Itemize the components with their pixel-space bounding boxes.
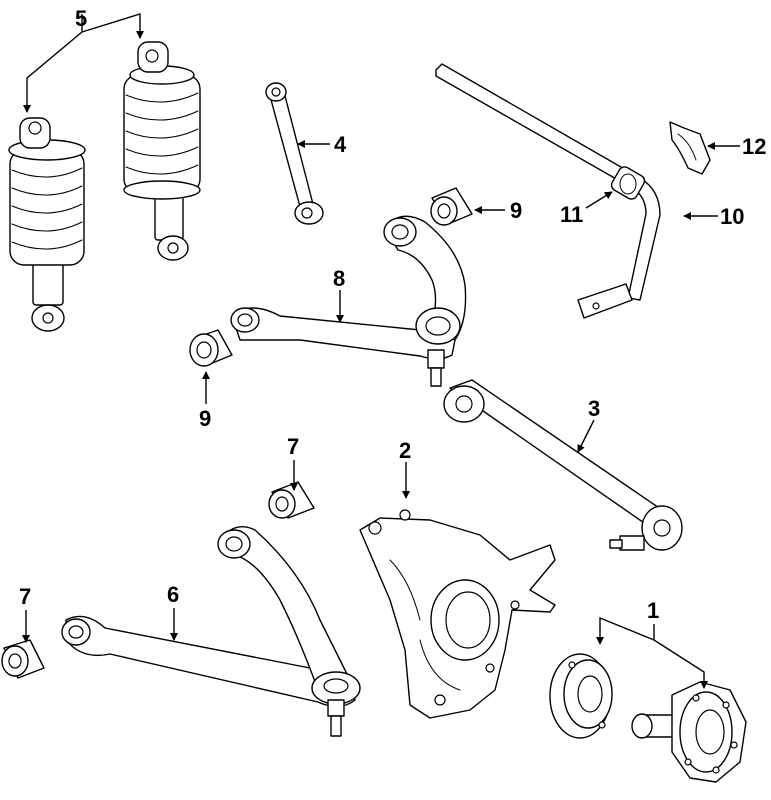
lower-control-arm — [61, 526, 361, 737]
callout-5: 5 — [75, 6, 87, 31]
callout-12: 12 — [742, 134, 766, 159]
callout-9-left: 9 — [199, 406, 211, 431]
upper-arm-bushing-left — [189, 329, 233, 367]
leader-lines — [22, 13, 740, 689]
wheel-bearing — [549, 653, 613, 739]
coil-spring-shock-left — [8, 117, 86, 332]
callout-10: 10 — [720, 204, 744, 229]
lower-arm-bushing-left — [1, 639, 45, 679]
callout-7-top: 7 — [287, 434, 299, 459]
callout-numbers: 5 4 9 12 11 10 8 9 3 7 2 7 6 1 — [19, 6, 766, 623]
upper-arm-bushing-top — [430, 187, 473, 226]
upper-control-arm — [230, 215, 467, 387]
leader-1-right — [653, 639, 708, 689]
callout-2: 2 — [399, 438, 411, 463]
steering-knuckle — [359, 509, 556, 719]
lateral-link — [443, 379, 683, 551]
lower-arm-bushing-upper — [268, 481, 315, 519]
leader-5-left — [23, 31, 83, 113]
callout-1: 1 — [647, 598, 659, 623]
callout-8: 8 — [333, 266, 345, 291]
wheel-hub — [631, 681, 747, 783]
callout-6: 6 — [167, 582, 179, 607]
coil-spring-shock-right — [123, 41, 201, 261]
toe-link — [265, 82, 324, 225]
leader-1-left — [596, 616, 655, 645]
callout-9-top: 9 — [510, 198, 522, 223]
callout-7-left: 7 — [19, 584, 31, 609]
callout-3: 3 — [588, 396, 600, 421]
stabilizer-bar-bracket — [669, 121, 711, 175]
leader-5-right — [81, 13, 144, 39]
stabilizer-bar-bushing — [610, 166, 646, 200]
leader-3 — [577, 419, 595, 453]
callout-11: 11 — [560, 202, 583, 227]
leader-11 — [585, 191, 613, 209]
callout-4: 4 — [334, 132, 347, 157]
